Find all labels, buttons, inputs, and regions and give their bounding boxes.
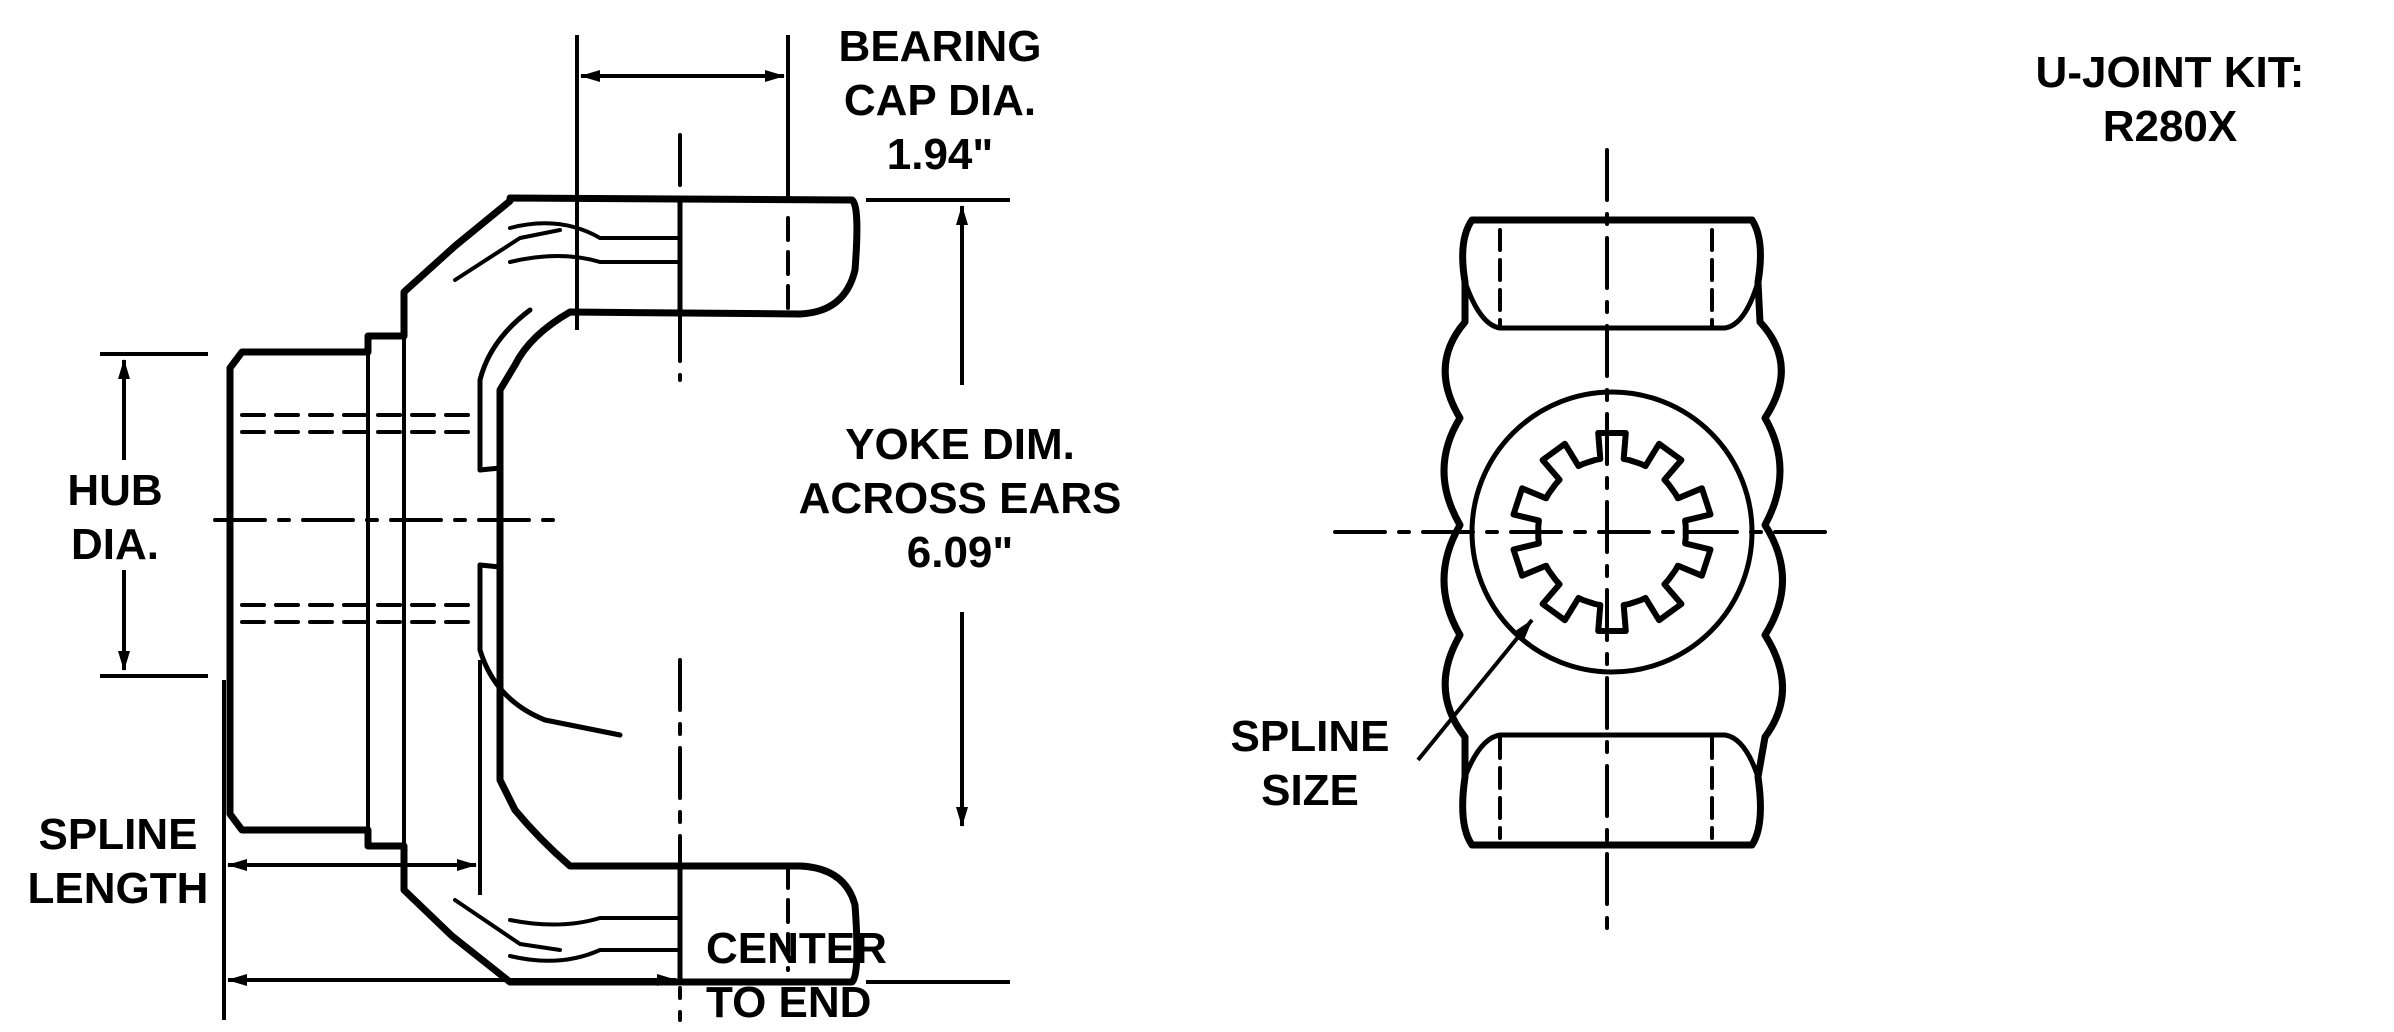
spline-teeth-outline [1510, 430, 1714, 634]
yoke-side-view [213, 133, 861, 1022]
slot-tip-upper [477, 465, 503, 473]
yoke-dim-line2: ACROSS EARS [798, 474, 1122, 523]
slot-upper [477, 307, 533, 473]
end-center-lines [1333, 148, 1837, 930]
bearing-cap-line2: CAP DIA. [843, 76, 1037, 125]
slot-lower [477, 562, 623, 738]
upper-ear [508, 221, 682, 264]
ujoint-kit-label: U-JOINT KIT: R280X [2010, 46, 2330, 154]
ujoint-kit-line2: R280X [2102, 102, 2238, 151]
spline-size-line1: SPLINE [1230, 712, 1390, 761]
spline-hidden-lines [240, 216, 790, 972]
hub-dia-line1: HUB [67, 466, 163, 515]
ujoint-kit-line1: U-JOINT KIT: [2035, 48, 2305, 97]
bearing-cap-dia-label: BEARING CAP DIA. 1.94" [820, 20, 1060, 182]
bearing-cap-value: 1.94" [886, 130, 994, 179]
yoke-dim-value: 6.09" [906, 528, 1014, 577]
yoke-dim-label: YOKE DIM. ACROSS EARS 6.09" [790, 418, 1130, 580]
spline-length-label: SPLINE LENGTH [18, 808, 218, 916]
yoke-dim-line1: YOKE DIM. [845, 420, 1075, 469]
center-to-end-label: CENTER TO END [706, 922, 926, 1030]
dimension-lines [100, 35, 1534, 1020]
cap-hidden-lines [1498, 228, 1714, 840]
hub-outline [226, 194, 861, 986]
spline-size-line2: SIZE [1261, 766, 1359, 815]
center-to-end-line1: CENTER [706, 924, 887, 973]
hub-dia-label: HUB DIA. [50, 464, 180, 572]
spline-size-leader [1416, 618, 1534, 762]
inner-bore-lower [453, 898, 562, 952]
bottom-cap [1462, 732, 1761, 780]
center-to-end-line2: TO END [706, 978, 872, 1027]
slot-tip-lower [477, 562, 503, 570]
bearing-cap-line1: BEARING [838, 22, 1042, 71]
side-center-lines [213, 133, 682, 1022]
lower-ear [508, 916, 682, 963]
inner-bore-upper [453, 228, 562, 282]
end-view-outline [1440, 216, 1786, 849]
spline-length-line2: LENGTH [27, 864, 209, 913]
spline-size-label: SPLINE SIZE [1200, 710, 1420, 818]
spline-length-line1: SPLINE [38, 810, 198, 859]
top-cap [1462, 279, 1761, 331]
yoke-end-view [1333, 148, 1837, 930]
hub-dia-line2: DIA. [71, 520, 159, 569]
